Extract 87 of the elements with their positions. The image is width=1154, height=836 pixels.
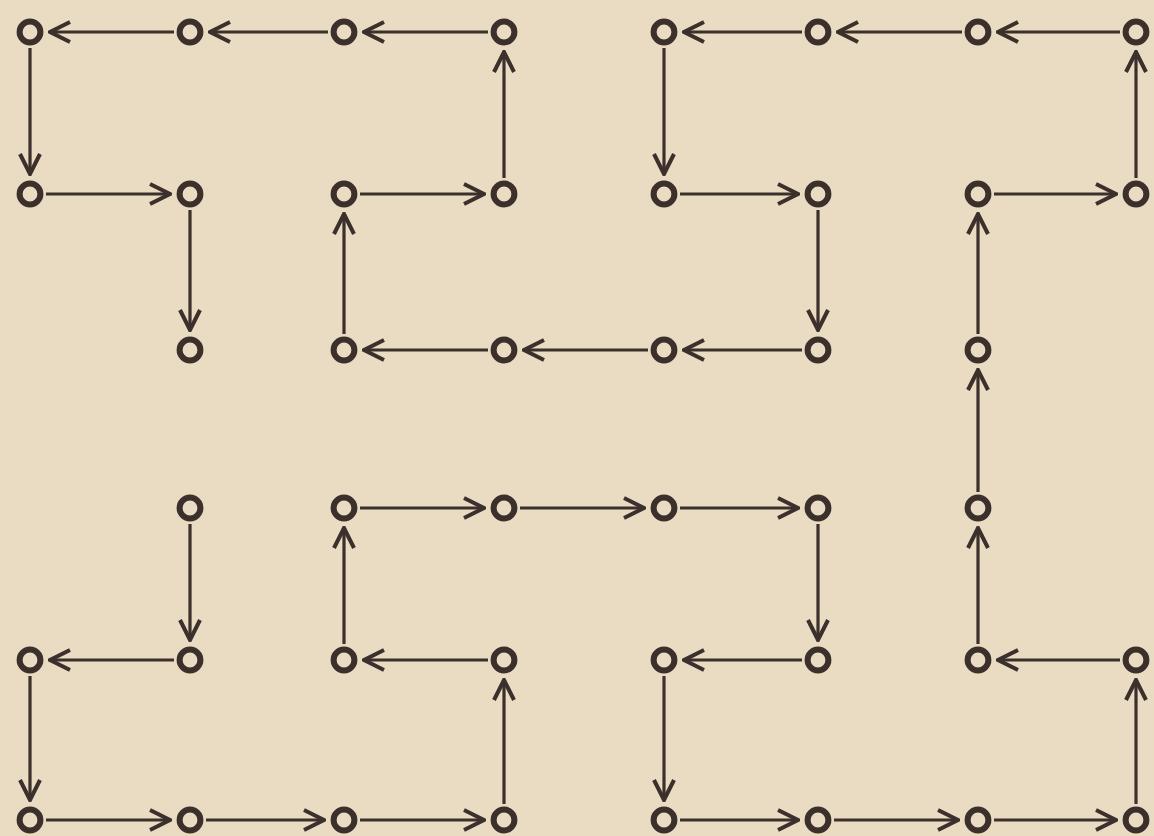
ring-node <box>16 646 44 674</box>
arrow <box>360 182 486 206</box>
ring-node <box>176 18 204 46</box>
ring-node <box>650 494 678 522</box>
ring-node <box>1122 18 1150 46</box>
arrow <box>1124 50 1148 178</box>
arrow <box>652 676 676 802</box>
ring-node <box>650 646 678 674</box>
arrow <box>208 20 328 44</box>
ring-node <box>16 18 44 46</box>
ring-node <box>964 336 992 364</box>
ring-node <box>964 18 992 46</box>
ring-node <box>1122 806 1150 834</box>
arrow <box>966 368 990 492</box>
arrow <box>18 676 42 802</box>
arrow <box>520 496 646 520</box>
arrow <box>996 648 1120 672</box>
arrow <box>362 338 488 362</box>
ring-node <box>490 806 518 834</box>
ring-node <box>1122 646 1150 674</box>
ring-node <box>16 806 44 834</box>
arrow <box>332 526 356 644</box>
arrow <box>994 808 1118 832</box>
ring-node <box>330 180 358 208</box>
arrow <box>360 496 486 520</box>
ring-node <box>804 336 832 364</box>
arrow <box>834 808 960 832</box>
ring-node <box>176 806 204 834</box>
arrow <box>996 20 1120 44</box>
ring-node <box>176 336 204 364</box>
ring-node <box>650 180 678 208</box>
arrow <box>46 808 172 832</box>
ring-node <box>176 494 204 522</box>
ring-node <box>804 646 832 674</box>
arrow <box>1124 678 1148 804</box>
arrow <box>836 20 962 44</box>
arrow <box>178 210 202 332</box>
ring-node <box>650 806 678 834</box>
ring-node <box>650 18 678 46</box>
ring-node <box>804 18 832 46</box>
ring-node <box>490 494 518 522</box>
arrow <box>994 182 1118 206</box>
ring-node <box>964 180 992 208</box>
arrow <box>522 338 648 362</box>
ring-node <box>650 336 678 364</box>
arrow <box>178 524 202 642</box>
arrow <box>362 20 488 44</box>
ring-node <box>804 494 832 522</box>
ring-node <box>490 646 518 674</box>
ring-node <box>176 180 204 208</box>
ring-node <box>964 806 992 834</box>
ring-node <box>964 646 992 674</box>
arrow <box>362 648 488 672</box>
ring-node <box>330 806 358 834</box>
arrow <box>360 808 486 832</box>
arrow <box>680 496 800 520</box>
ring-node <box>330 494 358 522</box>
arrow <box>48 20 174 44</box>
arrow <box>206 808 326 832</box>
ring-node <box>964 494 992 522</box>
arrow <box>332 212 356 334</box>
ring-node <box>490 18 518 46</box>
ring-node <box>1122 180 1150 208</box>
ring-node <box>804 806 832 834</box>
ring-node <box>16 180 44 208</box>
arrow <box>680 808 800 832</box>
arrow <box>652 48 676 176</box>
arrow <box>492 50 516 178</box>
arrow <box>680 182 800 206</box>
arrow <box>966 212 990 334</box>
arrow <box>48 648 174 672</box>
arrow <box>46 182 172 206</box>
ring-node <box>330 336 358 364</box>
arrow <box>806 210 830 332</box>
arrow <box>18 48 42 176</box>
arrow <box>492 678 516 804</box>
ring-node <box>804 180 832 208</box>
ring-node <box>490 336 518 364</box>
arrow <box>966 526 990 644</box>
ring-node <box>330 646 358 674</box>
arrow <box>682 648 802 672</box>
ring-node <box>330 18 358 46</box>
arrow <box>806 524 830 642</box>
arrow <box>682 20 802 44</box>
ring-node <box>490 180 518 208</box>
arrow <box>682 338 802 362</box>
ring-node <box>176 646 204 674</box>
